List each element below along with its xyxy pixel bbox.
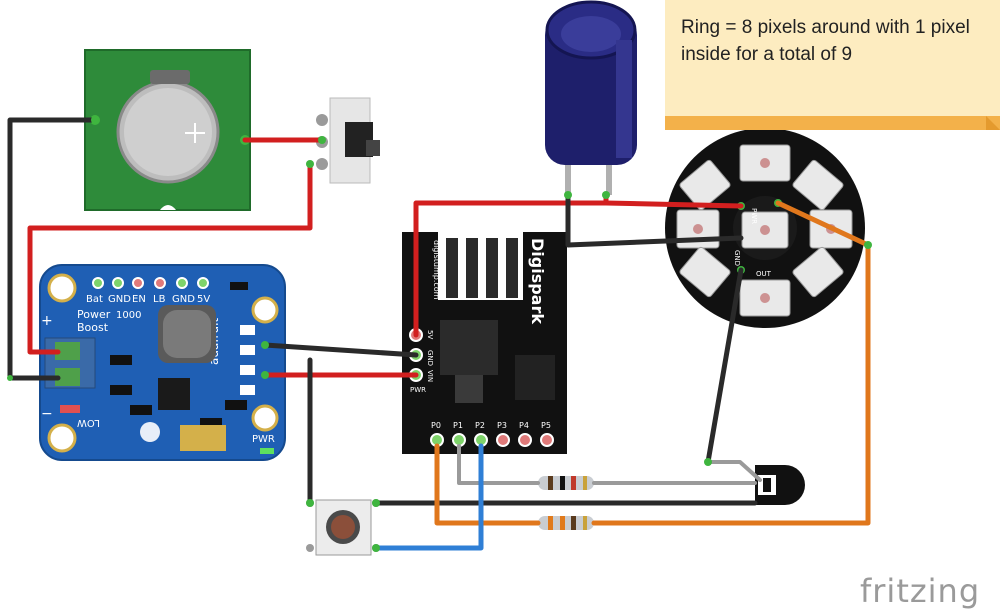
transistor <box>755 465 805 505</box>
boost-pin-bat: Bat <box>86 294 103 305</box>
ring-pin-out: OUT <box>756 270 772 278</box>
digispark-pin-p5: P5 <box>541 421 551 430</box>
boost-title-power: Power <box>77 308 111 321</box>
wire-blue-p2-button <box>373 443 484 551</box>
resistor-bottom <box>538 516 594 530</box>
wire-gray-p1-resistor <box>457 444 540 485</box>
digispark-pin-p0: P0 <box>431 421 441 430</box>
digispark-pin-5v: 5V <box>426 330 434 339</box>
boost-title-boost: Boost <box>77 321 109 334</box>
wire-red-vcc-bus <box>413 200 744 338</box>
coin-cell-battery-holder <box>84 49 251 211</box>
ring-pin-pwr: PWR <box>750 208 758 224</box>
note-fold <box>986 116 1000 130</box>
sticky-note: Ring = 8 pixels around with 1 pixel insi… <box>665 0 1000 130</box>
wire-black-ring-transistor <box>705 267 744 465</box>
wire-red-switch-boost <box>27 161 313 355</box>
boost-pwr-label: PWR <box>252 434 275 445</box>
wire-gray-transistor <box>706 460 762 482</box>
digispark-board: Digispark digistump.com 5V GND VIN PWR P… <box>402 232 567 454</box>
boost-pin-en: EN <box>132 294 146 305</box>
digispark-pin-p2: P2 <box>475 421 485 430</box>
digispark-pwr-label: PWR <box>410 386 426 394</box>
boost-pin-5v: 5V <box>197 294 210 305</box>
wire-black-boost-digispark <box>262 342 419 358</box>
wire-black-battery-gnd <box>7 117 98 381</box>
digispark-pin-p1: P1 <box>453 421 463 430</box>
fritzing-watermark: fritzing <box>860 572 981 610</box>
electrolytic-capacitor <box>545 0 637 195</box>
digispark-pin-p4: P4 <box>519 421 529 430</box>
digispark-pin-p3: P3 <box>497 421 507 430</box>
digispark-pin-vin: VIN <box>426 370 434 382</box>
push-button <box>306 499 380 556</box>
digispark-pin-gnd: GND <box>426 350 434 366</box>
wire-black-cap-ring <box>565 192 744 248</box>
boost-model: 1000 <box>116 310 141 321</box>
digispark-url: digistump.com <box>432 240 441 300</box>
ring-pin-gnd: GND <box>733 250 741 266</box>
digispark-name: Digispark <box>528 238 547 324</box>
boost-pin-gnd1: GND <box>108 294 131 305</box>
boost-plus: + <box>41 313 53 329</box>
wire-orange-p0 <box>434 443 541 526</box>
boost-pin-gnd2: GND <box>172 294 195 305</box>
powerboost-1000-board: Bat GND EN LB GND 5V Power Boost 1000 ad… <box>39 264 286 461</box>
boost-minus: − <box>41 406 53 422</box>
resistor-top <box>538 476 594 490</box>
boost-low-label: LOW <box>77 417 100 428</box>
note-text: Ring = 8 pixels around with 1 pixel insi… <box>681 17 970 65</box>
boost-pin-lb: LB <box>153 294 166 305</box>
neopixel-ring: PWR GND OUT <box>665 128 865 328</box>
wire-orange-ring-in <box>591 200 871 526</box>
